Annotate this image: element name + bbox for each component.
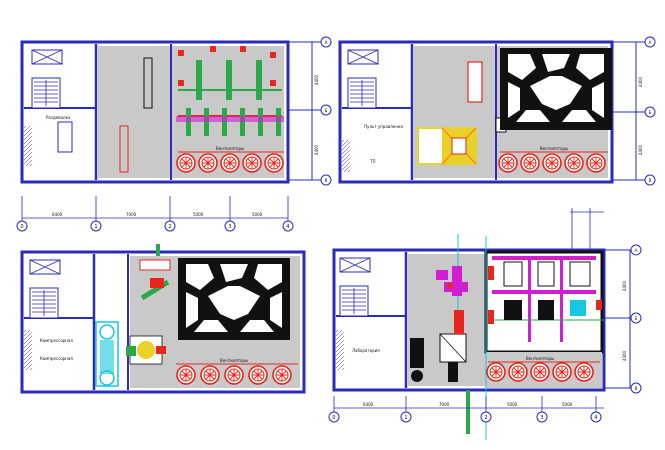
axis-label: Б (635, 316, 638, 321)
dimension-label: 7000 (126, 212, 137, 217)
axis-label: 1 (94, 224, 97, 230)
dimension-label: 5000 (562, 402, 573, 407)
plan-3: Вентиляторы Компрессорная Компрессорная (20, 244, 306, 394)
room-label: Лаборатория (352, 348, 380, 353)
room-label: ТП (369, 159, 375, 164)
dimension-label: 7000 (439, 402, 450, 407)
cooler-label: Вентиляторы (220, 358, 248, 363)
cooler-label: Вентиляторы (526, 356, 554, 361)
plan-2: Вентиляторы Пульт управления ТП A Б В 4400 4… (338, 36, 656, 186)
axis-label: В (635, 386, 638, 391)
dimension-label: 4400 (638, 76, 643, 87)
axis-label: Б (649, 110, 652, 115)
axis-label: В (649, 178, 652, 183)
dimension-label: 4400 (622, 280, 627, 291)
dimension-label: 5000 (507, 402, 518, 407)
dimension-label: 5000 (193, 212, 204, 217)
dimension-label: 4400 (622, 350, 627, 361)
dimension-label: 4400 (638, 144, 643, 155)
axis-label: 1 (404, 415, 407, 421)
dimension-label: 5000 (252, 212, 263, 217)
plan-1: Вентиляторы Раздевалка 6400 7000 5000 5000 (16, 36, 332, 232)
axis-label: A (325, 40, 328, 45)
axis-label: 0 (332, 415, 335, 421)
dimension-label: 6400 (363, 402, 374, 407)
cooler-label: Вентиляторы (216, 146, 244, 151)
axis-label: A (649, 40, 652, 45)
axis-label: 3 (228, 224, 231, 230)
axis-label: 2 (168, 224, 171, 230)
axis-label: В (325, 178, 328, 183)
axis-label: 0 (20, 224, 23, 230)
axis-label: 2 (484, 415, 487, 421)
dimension-label: 4400 (314, 74, 319, 85)
room-label: Компрессорная (40, 356, 73, 361)
dimension-label: 4400 (314, 144, 319, 155)
plan-4: Вентиляторы Лаборатория (328, 208, 642, 440)
room-label: Пульт управления (364, 124, 403, 129)
axis-label: A (635, 248, 638, 253)
axis-label: 3 (540, 415, 543, 421)
room-label: Раздевалка (46, 115, 71, 120)
axis-label: Б (325, 108, 328, 113)
room-label: Компрессорная (40, 338, 73, 343)
dimension-label: 6400 (52, 212, 63, 217)
cooler-label: Вентиляторы (540, 146, 568, 151)
axis-label: 4 (286, 224, 289, 230)
axis-label: 4 (594, 415, 597, 421)
